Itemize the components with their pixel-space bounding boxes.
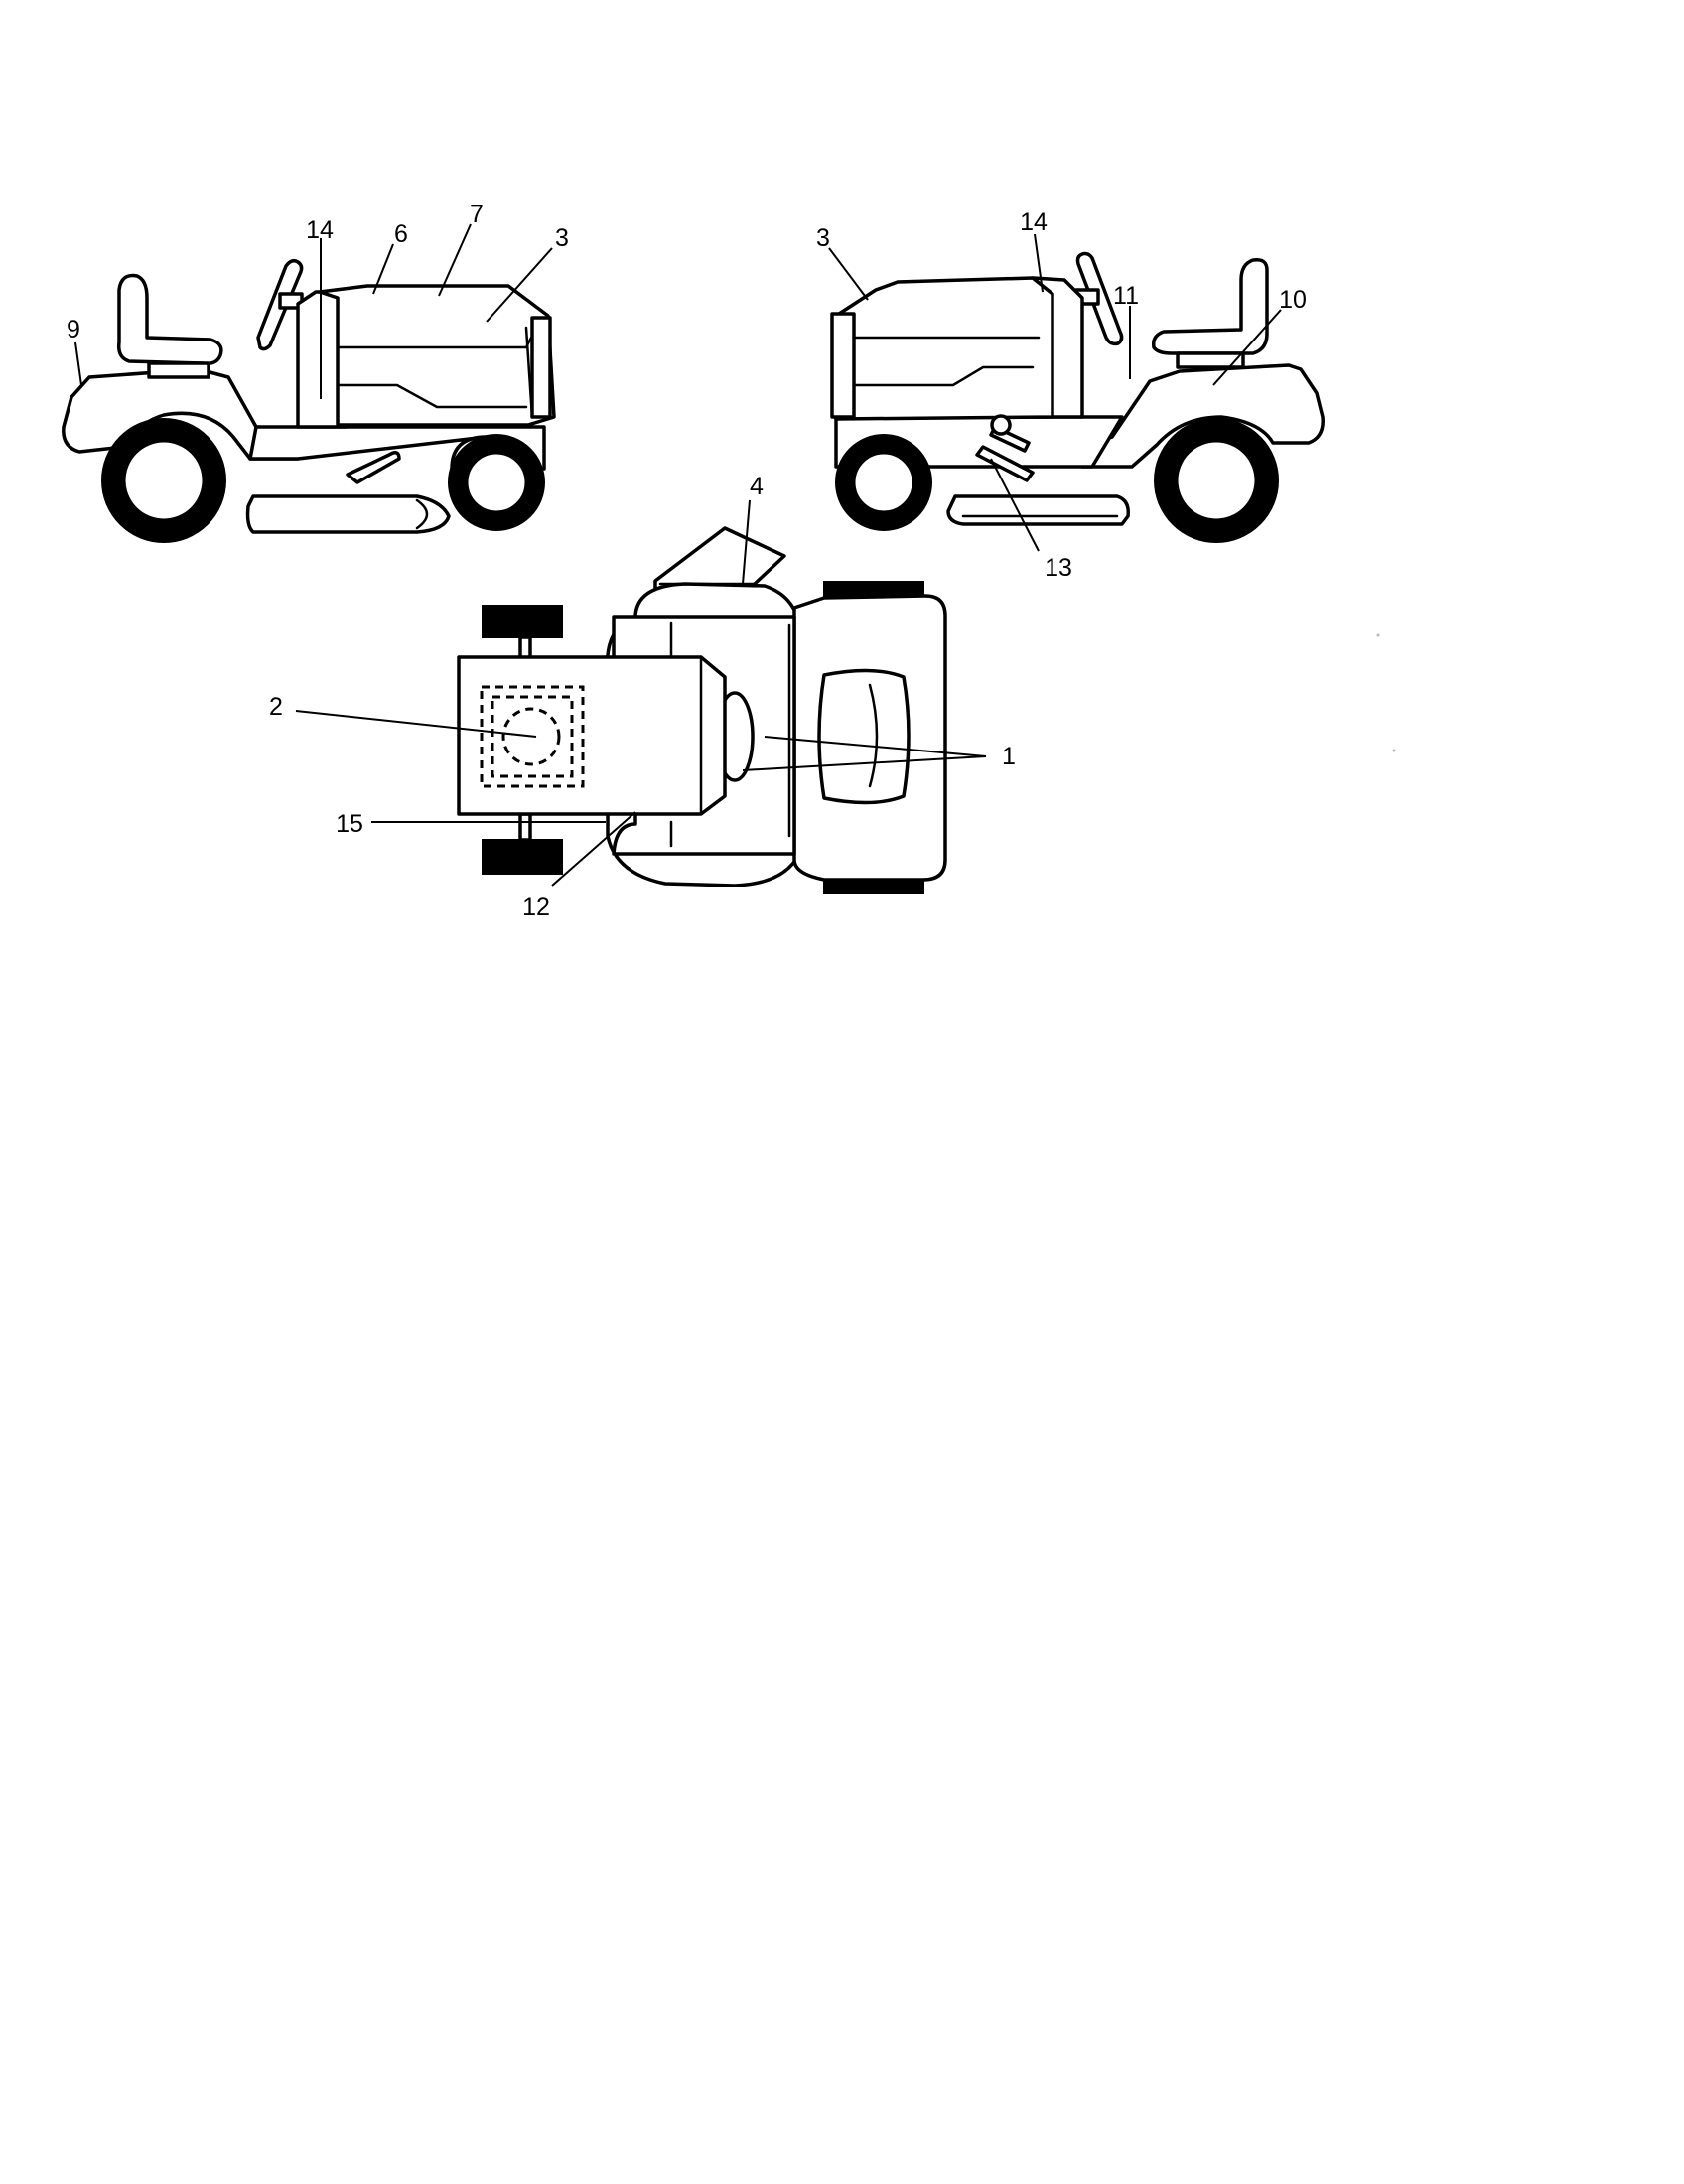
tractor-left-side-view	[62, 258, 556, 543]
callout-2-top: 2	[269, 693, 283, 721]
callout-10-right: 10	[1279, 286, 1307, 314]
seat-top	[817, 668, 911, 805]
callout-15-top: 15	[336, 810, 363, 838]
seat-base	[147, 361, 210, 379]
grille	[830, 312, 856, 419]
leader-lines	[74, 223, 1282, 887]
callout-1-top: 1	[1002, 743, 1016, 770]
callout-3-left: 3	[555, 224, 569, 252]
callout-12-top: 12	[522, 893, 550, 921]
rear-fender	[1080, 363, 1325, 469]
callout-3-right: 3	[816, 224, 830, 252]
hood-top	[457, 655, 727, 816]
callout-6-left: 6	[394, 220, 408, 248]
callout-9-left: 9	[67, 316, 80, 343]
callout-11-right: 11	[1113, 282, 1139, 310]
callout-4-top: 4	[750, 473, 764, 500]
front-right-tire	[482, 839, 563, 875]
grille	[530, 316, 552, 419]
air-filter-outline	[501, 707, 561, 766]
scan-speck	[1392, 749, 1396, 752]
callout-13-right: 13	[1045, 554, 1072, 582]
callout-labels: 14 6 7 3 9 3 14 11 10 13 4 2 1 15 12	[67, 201, 1307, 921]
front-left-tire	[482, 605, 563, 638]
callout-14-left: 14	[306, 216, 334, 244]
scan-speck	[1376, 633, 1380, 637]
hood	[318, 284, 556, 427]
brake-pedal	[975, 445, 1035, 482]
tractor-right-side-view	[830, 251, 1325, 543]
mower-deck	[245, 494, 451, 534]
callout-7-left: 7	[470, 201, 484, 228]
seat	[116, 273, 223, 366]
seat-base	[1176, 351, 1245, 369]
brake-pedal	[346, 451, 401, 484]
lift-lever-knob	[990, 414, 1012, 436]
engine-outline	[480, 685, 585, 788]
axle-stub-right	[518, 812, 532, 842]
tractor-top-view	[457, 526, 947, 894]
seat	[1151, 257, 1269, 355]
mower-deck	[946, 494, 1131, 526]
callout-14-right: 14	[1020, 208, 1048, 236]
